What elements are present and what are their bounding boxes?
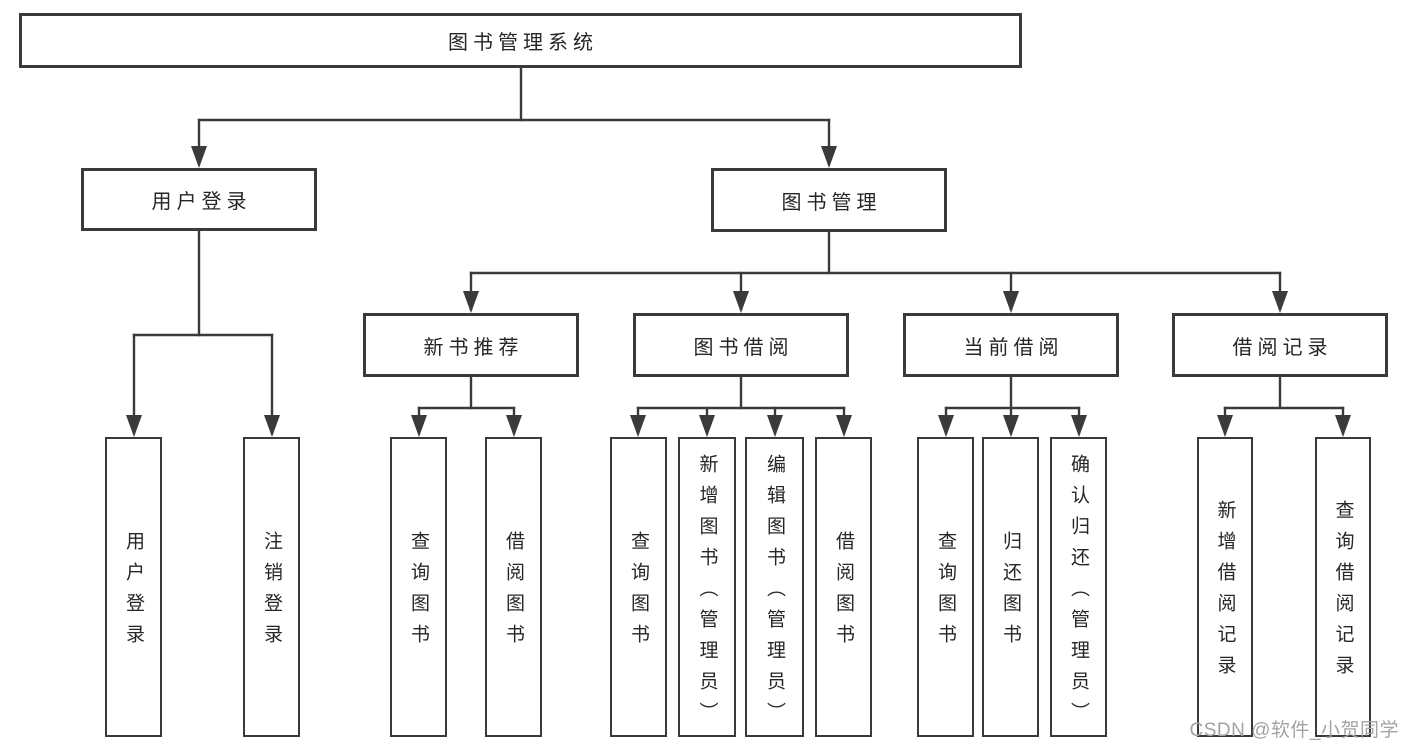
node-logout: 注销登录 bbox=[243, 437, 300, 737]
node-book-management: 图书管理 bbox=[711, 168, 947, 232]
node-query-book-2: 查询图书 bbox=[610, 437, 667, 737]
node-book-borrowing: 图书借阅 bbox=[633, 313, 849, 377]
node-user-login-leaf: 用户登录 bbox=[105, 437, 162, 737]
node-edit-book-admin: 编辑图书（管理员） bbox=[745, 437, 804, 737]
node-new-book-recommendation: 新书推荐 bbox=[363, 313, 579, 377]
node-user-login: 用户登录 bbox=[81, 168, 317, 231]
node-borrow-book-2: 借阅图书 bbox=[815, 437, 872, 737]
node-query-book-1: 查询图书 bbox=[390, 437, 447, 737]
node-borrow-book-1: 借阅图书 bbox=[485, 437, 542, 737]
node-query-borrow-record: 查询借阅记录 bbox=[1315, 437, 1371, 737]
node-query-book-3: 查询图书 bbox=[917, 437, 974, 737]
watermark: CSDN @软件_小贺同学 bbox=[1189, 720, 1399, 741]
node-library-management-system: 图书管理系统 bbox=[19, 13, 1022, 68]
node-return-book: 归还图书 bbox=[982, 437, 1039, 737]
node-confirm-return-admin: 确认归还（管理员） bbox=[1050, 437, 1107, 737]
node-add-borrow-record: 新增借阅记录 bbox=[1197, 437, 1253, 737]
node-add-book-admin: 新增图书（管理员） bbox=[678, 437, 736, 737]
node-borrowing-records: 借阅记录 bbox=[1172, 313, 1388, 377]
node-current-borrowing: 当前借阅 bbox=[903, 313, 1119, 377]
